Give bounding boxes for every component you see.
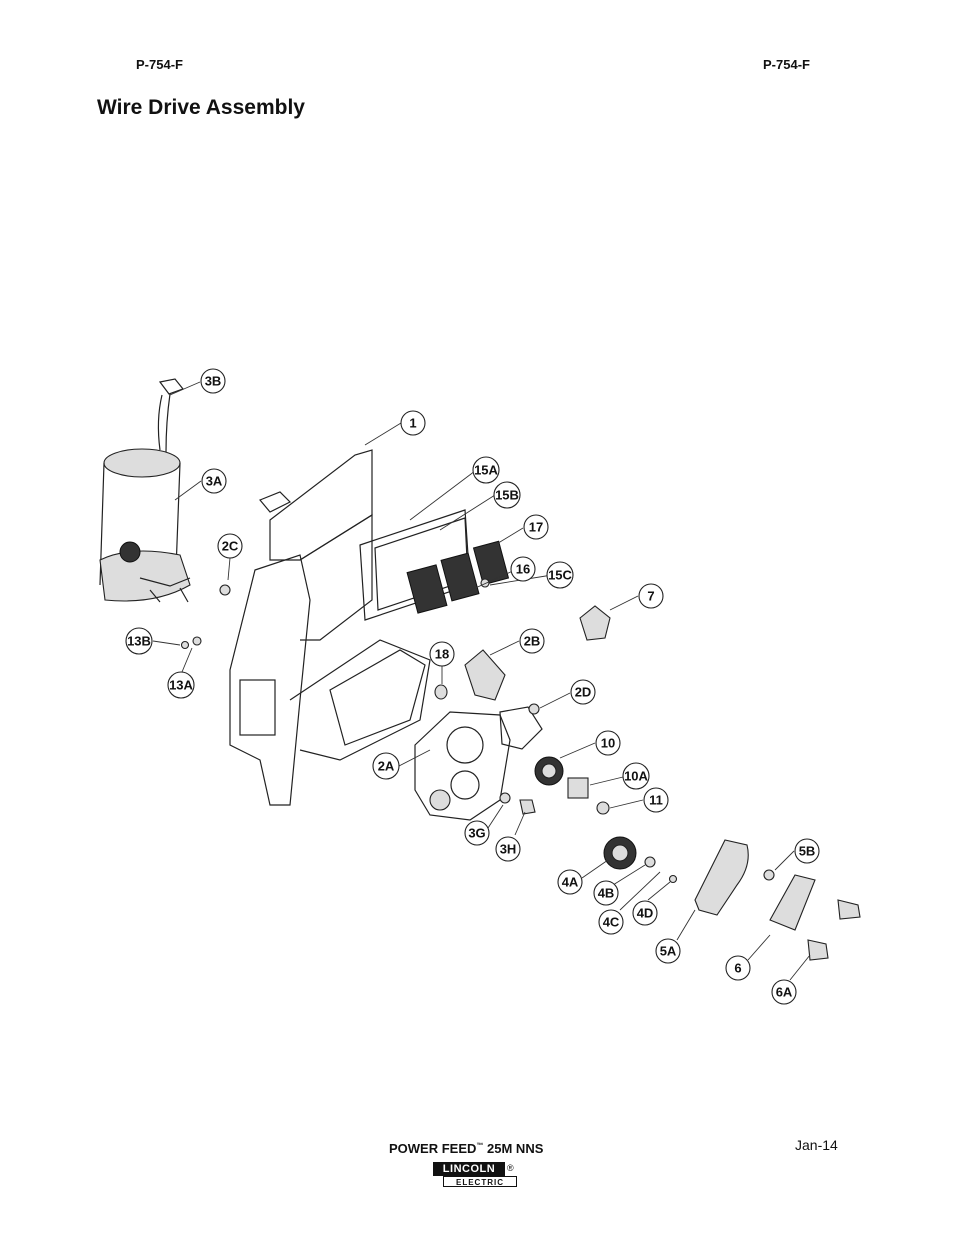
callout: 15B	[493, 481, 521, 509]
svg-text:4B: 4B	[598, 886, 615, 901]
logo-top-text: LINCOLN	[433, 1162, 505, 1176]
callout: 16	[510, 556, 536, 582]
svg-text:10: 10	[601, 736, 615, 751]
callout: 13A	[167, 671, 195, 699]
callout: 13B	[125, 627, 153, 655]
callout: 6	[725, 955, 751, 981]
svg-text:6: 6	[734, 961, 741, 976]
callout: 10A	[622, 762, 650, 790]
callout: 15C	[546, 561, 574, 589]
motor-drawing	[99, 378, 191, 603]
callout: 7	[638, 583, 664, 609]
svg-text:2B: 2B	[524, 634, 541, 649]
svg-text:10A: 10A	[624, 769, 648, 784]
svg-text:16: 16	[516, 562, 530, 577]
callout: 17	[523, 514, 549, 540]
callout: 10	[595, 730, 621, 756]
svg-text:3H: 3H	[500, 842, 517, 857]
svg-text:4A: 4A	[562, 875, 579, 890]
svg-text:2D: 2D	[575, 685, 592, 700]
callout: 18	[429, 641, 455, 667]
svg-text:17: 17	[529, 520, 543, 535]
footer-product-name: POWER FEED™ 25M NNS	[389, 1141, 543, 1156]
drive-housing-drawing	[414, 711, 511, 821]
svg-text:18: 18	[435, 647, 449, 662]
svg-text:11: 11	[649, 793, 663, 808]
leader-lines	[152, 381, 811, 981]
callout: 2C	[217, 533, 243, 559]
svg-text:7: 7	[647, 589, 654, 604]
svg-text:3B: 3B	[205, 374, 222, 389]
logo-bottom-text: ELECTRIC	[443, 1176, 517, 1187]
footer-date: Jan-14	[795, 1137, 838, 1153]
registered-mark: ®	[507, 1163, 514, 1173]
svg-text:4D: 4D	[637, 906, 654, 921]
callout: 5B	[794, 838, 820, 864]
trademark-symbol: ™	[476, 1142, 484, 1150]
svg-text:6A: 6A	[776, 985, 793, 1000]
svg-text:13A: 13A	[169, 678, 193, 693]
svg-text:15B: 15B	[495, 488, 519, 503]
footer-model: 25M NNS	[487, 1141, 544, 1156]
callout: 4C	[598, 909, 624, 935]
callout: 2A	[372, 752, 400, 780]
chassis-drawing	[229, 449, 431, 806]
callout: 6A	[771, 979, 797, 1005]
svg-text:15A: 15A	[474, 463, 498, 478]
callout: 4B	[593, 880, 619, 906]
svg-text:3A: 3A	[206, 474, 223, 489]
document-code-left: P-754-F	[136, 57, 183, 72]
callout: 3H	[495, 836, 521, 862]
switch-plate-drawing	[359, 509, 510, 621]
callout: 4D	[632, 900, 658, 926]
callout: 11	[643, 787, 669, 813]
callout: 2B	[519, 628, 545, 654]
svg-text:5A: 5A	[660, 944, 677, 959]
callout: 15A	[472, 456, 500, 484]
svg-text:4C: 4C	[603, 915, 620, 930]
callout: 3B	[200, 368, 226, 394]
callout: 3A	[201, 468, 227, 494]
svg-text:15C: 15C	[548, 568, 572, 583]
svg-text:2A: 2A	[378, 759, 395, 774]
small-parts-drawing	[180, 578, 861, 961]
callout: 1	[400, 410, 426, 436]
page-title: Wire Drive Assembly	[97, 96, 305, 119]
footer-product: POWER FEED	[389, 1141, 477, 1156]
callout: 4A	[557, 869, 583, 895]
callout: 3G	[464, 820, 490, 846]
svg-text:13B: 13B	[127, 634, 151, 649]
callout: 5A	[655, 938, 681, 964]
svg-text:5B: 5B	[799, 844, 816, 859]
document-code-right: P-754-F	[763, 57, 810, 72]
svg-text:1: 1	[409, 416, 416, 431]
lincoln-electric-logo: LINCOLN ® ELECTRIC	[433, 1162, 517, 1188]
callout: 2D	[570, 679, 596, 705]
svg-text:3G: 3G	[468, 826, 485, 841]
svg-text:2C: 2C	[222, 539, 239, 554]
